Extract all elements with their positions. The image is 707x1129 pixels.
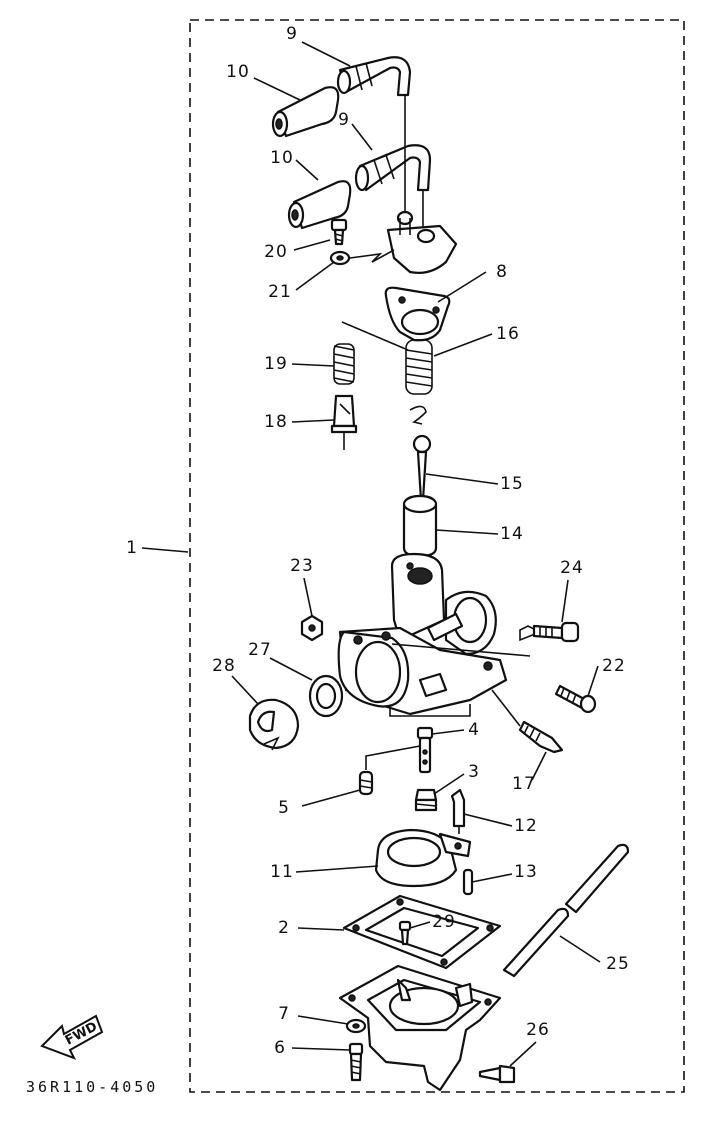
mixing-chamber-top-cap <box>386 210 458 274</box>
part-14-throttle-valve <box>402 494 438 558</box>
callout-9-lower: 9 <box>338 110 350 130</box>
callout-2: 2 <box>278 918 290 938</box>
part-23-nut <box>300 614 324 642</box>
callout-10-upper: 10 <box>226 62 250 82</box>
part-13-float-pin <box>462 868 474 896</box>
callout-25: 25 <box>606 954 630 974</box>
part-25-drain-hose <box>502 843 630 978</box>
part-10-lower-hose-cap <box>287 180 352 230</box>
callout-17: 17 <box>512 774 536 794</box>
callout-18: 18 <box>264 412 288 432</box>
leader-lines <box>141 41 601 1067</box>
part-27-ring <box>308 674 344 718</box>
part-9-upper-elbow-pipe <box>336 56 412 97</box>
callout-28: 28 <box>212 656 236 676</box>
part-26-screw <box>478 1064 516 1084</box>
callout-24: 24 <box>560 558 584 578</box>
callout-7: 7 <box>278 1004 290 1024</box>
callout-12: 12 <box>514 816 538 836</box>
part-19-small-spring <box>333 343 355 385</box>
needle-clip <box>409 405 427 425</box>
part-3-main-jet <box>414 788 438 812</box>
part-5-pin <box>358 770 374 796</box>
callout-5: 5 <box>278 798 290 818</box>
part-22-screw <box>554 684 597 714</box>
part-11-float <box>374 828 472 888</box>
callout-22: 22 <box>602 656 626 676</box>
callout-15: 15 <box>500 474 524 494</box>
part-10-upper-hose-cap <box>271 86 340 138</box>
assembly-dashed-border <box>189 19 685 1093</box>
callout-14: 14 <box>500 524 524 544</box>
callout-6: 6 <box>274 1038 286 1058</box>
callout-20: 20 <box>264 242 288 262</box>
callout-4: 4 <box>468 720 480 740</box>
part-21-washer <box>329 250 351 266</box>
part-18-starter-plunger <box>330 394 358 450</box>
callout-23: 23 <box>290 556 314 576</box>
callout-8: 8 <box>496 262 508 282</box>
part-16-large-spring <box>405 339 433 395</box>
part-4-needle-jet <box>416 726 434 774</box>
float-chamber <box>338 964 502 1092</box>
part-28-clamp-band <box>248 698 300 751</box>
part-17-pilot-screw <box>491 689 564 754</box>
fwd-arrow-icon: FWD <box>40 1014 104 1060</box>
part-12-float-valve <box>450 788 466 834</box>
part-7-washer <box>345 1018 367 1034</box>
part-8-gasket-plate <box>384 286 451 342</box>
part-2-gasket <box>342 894 502 970</box>
callout-10-lower: 10 <box>270 148 294 168</box>
callout-13: 13 <box>514 862 538 882</box>
part-24-bolt <box>532 621 580 643</box>
callout-1: 1 <box>126 538 138 558</box>
part-20-screw <box>330 218 348 246</box>
callout-29: 29 <box>432 912 456 932</box>
callout-19: 19 <box>264 354 288 374</box>
callout-16: 16 <box>496 324 520 344</box>
callout-21: 21 <box>268 282 292 302</box>
callout-26: 26 <box>526 1020 550 1040</box>
callout-11: 11 <box>270 862 294 882</box>
callout-3: 3 <box>468 762 480 782</box>
part-6-screw <box>348 1042 364 1082</box>
callout-27: 27 <box>248 640 272 660</box>
part-15-jet-needle <box>412 434 432 502</box>
part-number-code: 36R110-4050 <box>26 1078 158 1096</box>
carburetor-body <box>337 552 508 717</box>
part-29-screw <box>398 920 412 946</box>
part-9-lower-elbow-pipe <box>354 144 432 192</box>
callout-9-upper: 9 <box>286 24 298 44</box>
